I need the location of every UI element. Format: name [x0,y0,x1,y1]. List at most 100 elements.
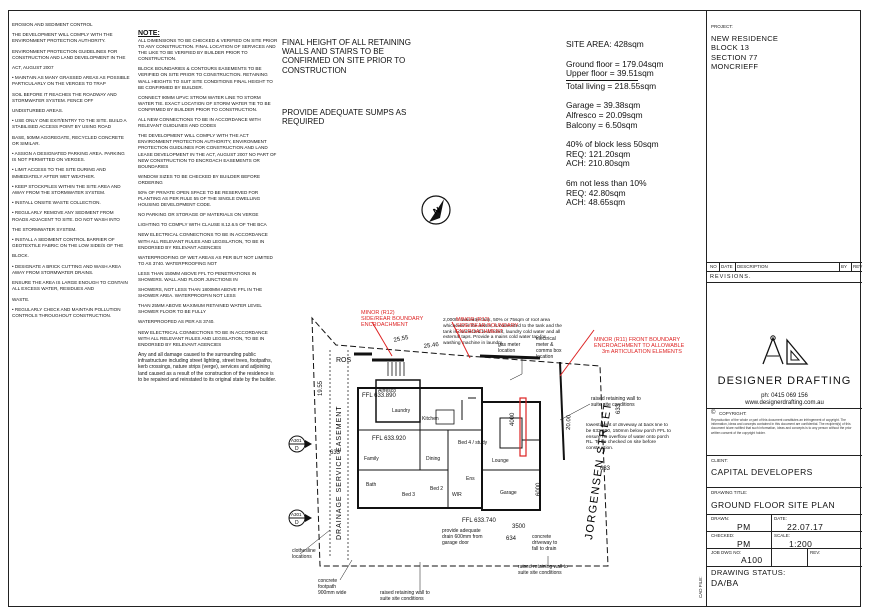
retaining-wall-note: FINAL HEIGHT OF ALL RETAINING WALLS AND … [282,38,411,75]
rev-header: DESCRIPTION [737,264,768,269]
date-label: DATE: [774,516,787,521]
rev-header: Rev [853,264,863,269]
rule [707,282,862,283]
general-note: ALL NEW CONNECTIONS TO BE IN ACCORDANCE … [138,117,261,129]
rev-header-rule [707,271,862,272]
rule [707,408,862,409]
copyright-text: Reproduction of the whole or part of thi… [711,418,852,435]
general-note: BLOCK BOUNDARIES & CONTOURS EASEMENTS TO… [138,66,273,90]
erosion-note: ACT, AUGUST 2007 [12,65,54,71]
erosion-note: • MAINTAIN AS MANY GRASSED AREAS AS POSS… [12,75,130,87]
general-note: LESS THAN 150MM ABOVE FFL TO PENETRATION… [138,270,257,282]
general-note: WINDOW SIZES TO BE CHECKED BY BUILDER BE… [138,173,261,185]
rev-header-rule [707,262,862,263]
rev-header: No [710,264,717,269]
general-note: ALL DIMENSIONS TO BE CHECKED & VERIFIED … [138,38,278,62]
garage-area: Garage = 39.38sqm [566,100,641,111]
client-label: CLIENT: [711,458,728,463]
project-line: SECTION 77 [711,52,758,62]
company-phone: ph: 0415 069 156 [761,393,808,399]
client-name: CAPITAL DEVELOPERS [711,467,813,477]
rev-label: REV: [810,550,821,555]
drawn-by: PM [737,522,751,532]
erosion-note: EROSION AND SEDIMENT CONTROL [12,22,93,27]
rev-header: BY [841,264,848,269]
damage-note: Any and all damage caused to the surroun… [138,351,277,384]
erosion-note: • LIMIT ACCESS TO THE SITE DURING AND IM… [12,167,106,179]
total-living-area: Total living = 218.55sqm [566,80,657,91]
scale-label: SCALE: [774,533,791,538]
drawing-date: 22.07.17 [787,522,824,532]
job-number-label: JOB DWG No: [711,550,742,555]
copyright-icon: © [711,410,716,416]
checked-label: CHECKED: [711,533,735,538]
drawing-sheet-border [8,10,861,607]
erosion-note: SOIL BEFORE IT REACHES THE ROADWAY AND S… [12,91,117,103]
erosion-notes: EROSION AND SEDIMENT CONTROL THE DEVELOP… [12,22,130,323]
erosion-note: UNDISTURBED AREAS. [12,108,64,114]
block-rule: 40% of block less 50sqm [566,139,659,150]
project-line: BLOCK 13 [711,43,750,53]
erosion-note: BASE, 50MM AGGREGATE, RECYCLED CONCRETE … [12,134,124,146]
company-name: DESIGNER DRAFTING [717,375,852,387]
general-note: NEW ELECTRICAL CONNECTIONS TO BE IN ACCO… [138,329,268,347]
erosion-note: • DESIGNATE A BRICK CUTTING AND WASH ARE… [12,263,121,275]
erosion-note: THE DEVELOPMENT WILL COMPLY WITH THE ENV… [12,32,113,44]
revisions-label: REVISIONS. [710,274,752,280]
erosion-note: • ASSIGN A DESIGNATED PARKING AREA. PARK… [12,151,125,163]
upper-floor-area: Upper floor = 39.51sqm [566,68,654,79]
general-note: NEW ELECTRICAL CONNECTIONS TO BE IN ACCO… [138,232,268,250]
drawing-scale: 1:200 [789,539,813,549]
general-note: WATERPROOFED AS PER AS 3740. [138,319,215,325]
erosion-note: • INSTALL A SEDIMENT CONTROL BARRIER OF … [12,237,124,249]
erosion-note: • REGULARLY REMOVE ANY SEDIMENT FROM ROA… [12,210,120,222]
six-m-required: REQ: 42.80sqm [566,187,626,198]
total-rule [566,79,638,81]
drawing-status: DA/BA [711,578,739,588]
copyright-label: COPYRIGHT: [719,411,747,416]
company-contact: ph: 0415 069 156 www.designerdrafting.co… [707,393,862,408]
six-m-rule: 6m not less than 10% [566,177,647,188]
company-logo: DESIGNER DRAFTING ph: 0415 069 156 www.d… [707,332,862,422]
general-note: 50% OF PRIVATE OPEN SPACE TO BE RESERVED… [138,189,261,208]
rule [707,531,862,532]
erosion-note: ENVIRONMENT PROTECTION GUIDELINES FOR CO… [12,48,126,60]
general-notes: NOTE: ALL DIMENSIONS TO BE CHECKED & VER… [138,30,278,387]
general-note: WATERPROOFING OF WET AREAS AS PER BUT NO… [138,254,273,266]
project-line: MONCRIEFF [711,62,759,72]
area-schedule: SITE AREA: 428sqm Ground floor = 179.04s… [566,39,696,208]
drawing-title: GROUND FLOOR SITE PLAN [711,500,836,510]
erosion-note: BLOCK. [12,253,29,259]
general-note: CONNECT 90mm UPVC STROM WATER LINE TO ST… [138,94,271,112]
rev-header: DATE [721,264,733,269]
erosion-note: • KEEP STOCKPILES WITHIN THE SITE AREA A… [12,183,121,196]
drafting-tools-icon [761,335,808,365]
title-block: PROJECT: NEW RESIDENCE BLOCK 13 SECTION … [706,10,863,607]
erosion-note: • INSTALL ONSITE WASTE COLLECTION. [12,200,101,206]
rule [707,548,862,549]
general-note: SHOWERS, NOT LESS THAN 1800MM ABOVE FFL … [138,287,263,299]
block-achieved: ACH: 210.80sqm [566,158,630,169]
erosion-note: ENSURE THE AREA IS LARGE ENOUGH TO CONTA… [12,280,128,292]
rule [707,455,862,456]
checked-by: PM [737,539,751,549]
job-number: A100 [741,555,763,565]
company-website: www.designerdrafting.com.au [745,400,824,407]
site-area: SITE AREA: 428sqm [566,39,644,49]
six-m-achieved: ACH: 48.65sqm [566,197,626,208]
notes-heading: NOTE: [138,30,160,37]
rule [707,566,862,567]
project-line: NEW RESIDENCE [711,34,779,43]
project-name: NEW RESIDENCE BLOCK 13 SECTION 77 MONCRI… [711,34,778,72]
rule [707,514,862,515]
general-note: THE DEVELOPMENT WILL COMPLY WITH THE ACT… [138,133,277,169]
drawing-status-label: DRAWING STATUS: [711,568,786,577]
general-note: LIGHTING TO COMPLY WITH CLAUSE 8.12.6.5 … [138,222,267,228]
block-required: REQ: 121.20sqm [566,148,631,159]
drawn-label: DRAWN: [711,516,730,521]
sumps-note: PROVIDE ADEQUATE SUMPS AS REQUIRED [282,108,407,127]
erosion-note: • REGULARLY CHECK AND MAINTAIN POLLUTION… [12,306,121,318]
alfresco-area: Alfresco = 20.09sqm [566,109,643,120]
project-label: PROJECT: [711,24,733,29]
erosion-note: • USE ONLY ONE EXIT/ENTRY TO THE SITE. B… [12,118,127,130]
